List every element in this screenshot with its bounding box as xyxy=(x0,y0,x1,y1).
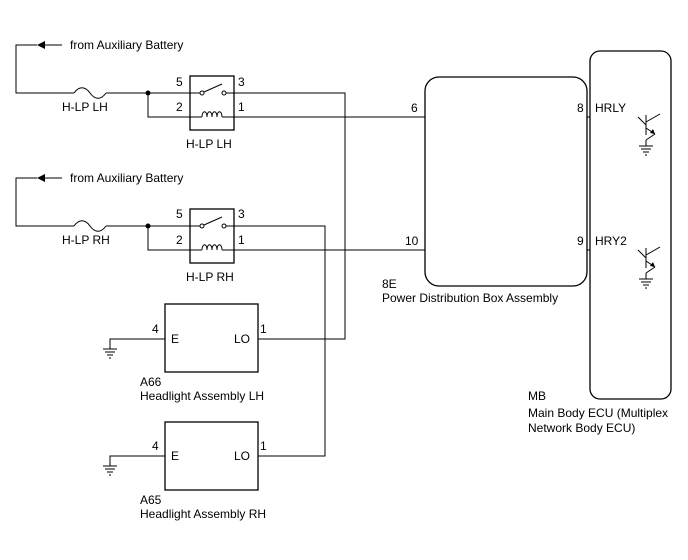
relay-lh: 5 3 2 1 H-LP LH xyxy=(176,75,245,151)
headlight-pin: 1 xyxy=(260,439,267,453)
headlight-assembly-lh: E LO 4 1 A66 Headlight Assembly LH xyxy=(140,303,267,403)
ecu-name-line2: Network Body ECU) xyxy=(528,421,635,435)
ground-icon xyxy=(103,465,117,476)
headlight-name: Headlight Assembly RH xyxy=(140,507,266,521)
headlight-pin: 1 xyxy=(260,322,267,336)
source-lh: from Auxiliary Battery xyxy=(37,38,183,52)
headlight-terminal: LO xyxy=(234,332,250,346)
switch-contact xyxy=(199,90,205,96)
ecu-name-line1: Main Body ECU (Multiplex xyxy=(528,406,668,420)
fuse-label-rh: H-LP RH xyxy=(62,233,110,247)
fuse-lh: H-LP LH xyxy=(62,87,108,114)
relay-pin: 1 xyxy=(238,100,245,114)
headlight-terminal: E xyxy=(171,449,179,463)
headlight-name: Headlight Assembly LH xyxy=(140,389,264,403)
source-label-rh: from Auxiliary Battery xyxy=(70,171,183,185)
relay-name-rh: H-LP RH xyxy=(186,270,234,284)
arrow-left-icon xyxy=(37,174,45,182)
pdb-pin: 8 xyxy=(577,101,584,115)
ground-icon xyxy=(103,348,117,359)
pdb-pin: 10 xyxy=(405,234,419,248)
relay-pin: 1 xyxy=(238,233,245,247)
switch-contact xyxy=(199,223,205,229)
ecu-signal: HRLY xyxy=(595,101,626,115)
headlight-terminal: LO xyxy=(234,449,250,463)
fuse-rh: H-LP RH xyxy=(62,220,110,247)
pdb-code: 8E xyxy=(382,277,397,291)
pdb-pin: 9 xyxy=(577,234,584,248)
ground-icon xyxy=(639,278,653,289)
power-distribution-box: 6 8 10 9 8E Power Distribution Box Assem… xyxy=(382,76,588,305)
relay-pin: 5 xyxy=(176,207,183,221)
source-label-lh: from Auxiliary Battery xyxy=(70,38,183,52)
headlight-code: A65 xyxy=(140,493,162,507)
ecu-code: MB xyxy=(528,389,546,403)
headlight-code: A66 xyxy=(140,375,162,389)
pdb-pin: 6 xyxy=(411,101,418,115)
switch-blade-icon xyxy=(203,83,223,93)
headlight-assembly-rh: E LO 4 1 A65 Headlight Assembly RH xyxy=(140,421,267,521)
fuse-label-lh: H-LP LH xyxy=(62,100,108,114)
relay-pin: 2 xyxy=(176,100,183,114)
relay-pin: 3 xyxy=(238,75,245,89)
coil-icon xyxy=(201,111,223,118)
ecu-signal: HRY2 xyxy=(595,234,627,248)
relay-pin: 3 xyxy=(238,207,245,221)
relay-pin: 5 xyxy=(176,75,183,89)
headlight-pin: 4 xyxy=(152,439,159,453)
headlight-pin: 4 xyxy=(152,322,159,336)
transistor-icon xyxy=(637,246,661,279)
main-body-ecu: HRLY HRY2 xyxy=(528,50,672,435)
headlight-terminal: E xyxy=(171,332,179,346)
coil-icon xyxy=(201,244,223,251)
fuse-icon xyxy=(73,87,107,99)
relay-pin: 2 xyxy=(176,233,183,247)
relay-name-lh: H-LP LH xyxy=(186,137,232,151)
arrow-left-icon xyxy=(37,41,45,49)
transistor-icon xyxy=(637,113,661,146)
switch-blade-icon xyxy=(203,216,223,226)
fuse-icon xyxy=(73,220,107,232)
pdb-name: Power Distribution Box Assembly xyxy=(382,291,558,305)
source-rh: from Auxiliary Battery xyxy=(37,171,183,185)
relay-rh: 5 3 2 1 H-LP RH xyxy=(176,207,245,284)
ground-icon xyxy=(639,145,653,156)
